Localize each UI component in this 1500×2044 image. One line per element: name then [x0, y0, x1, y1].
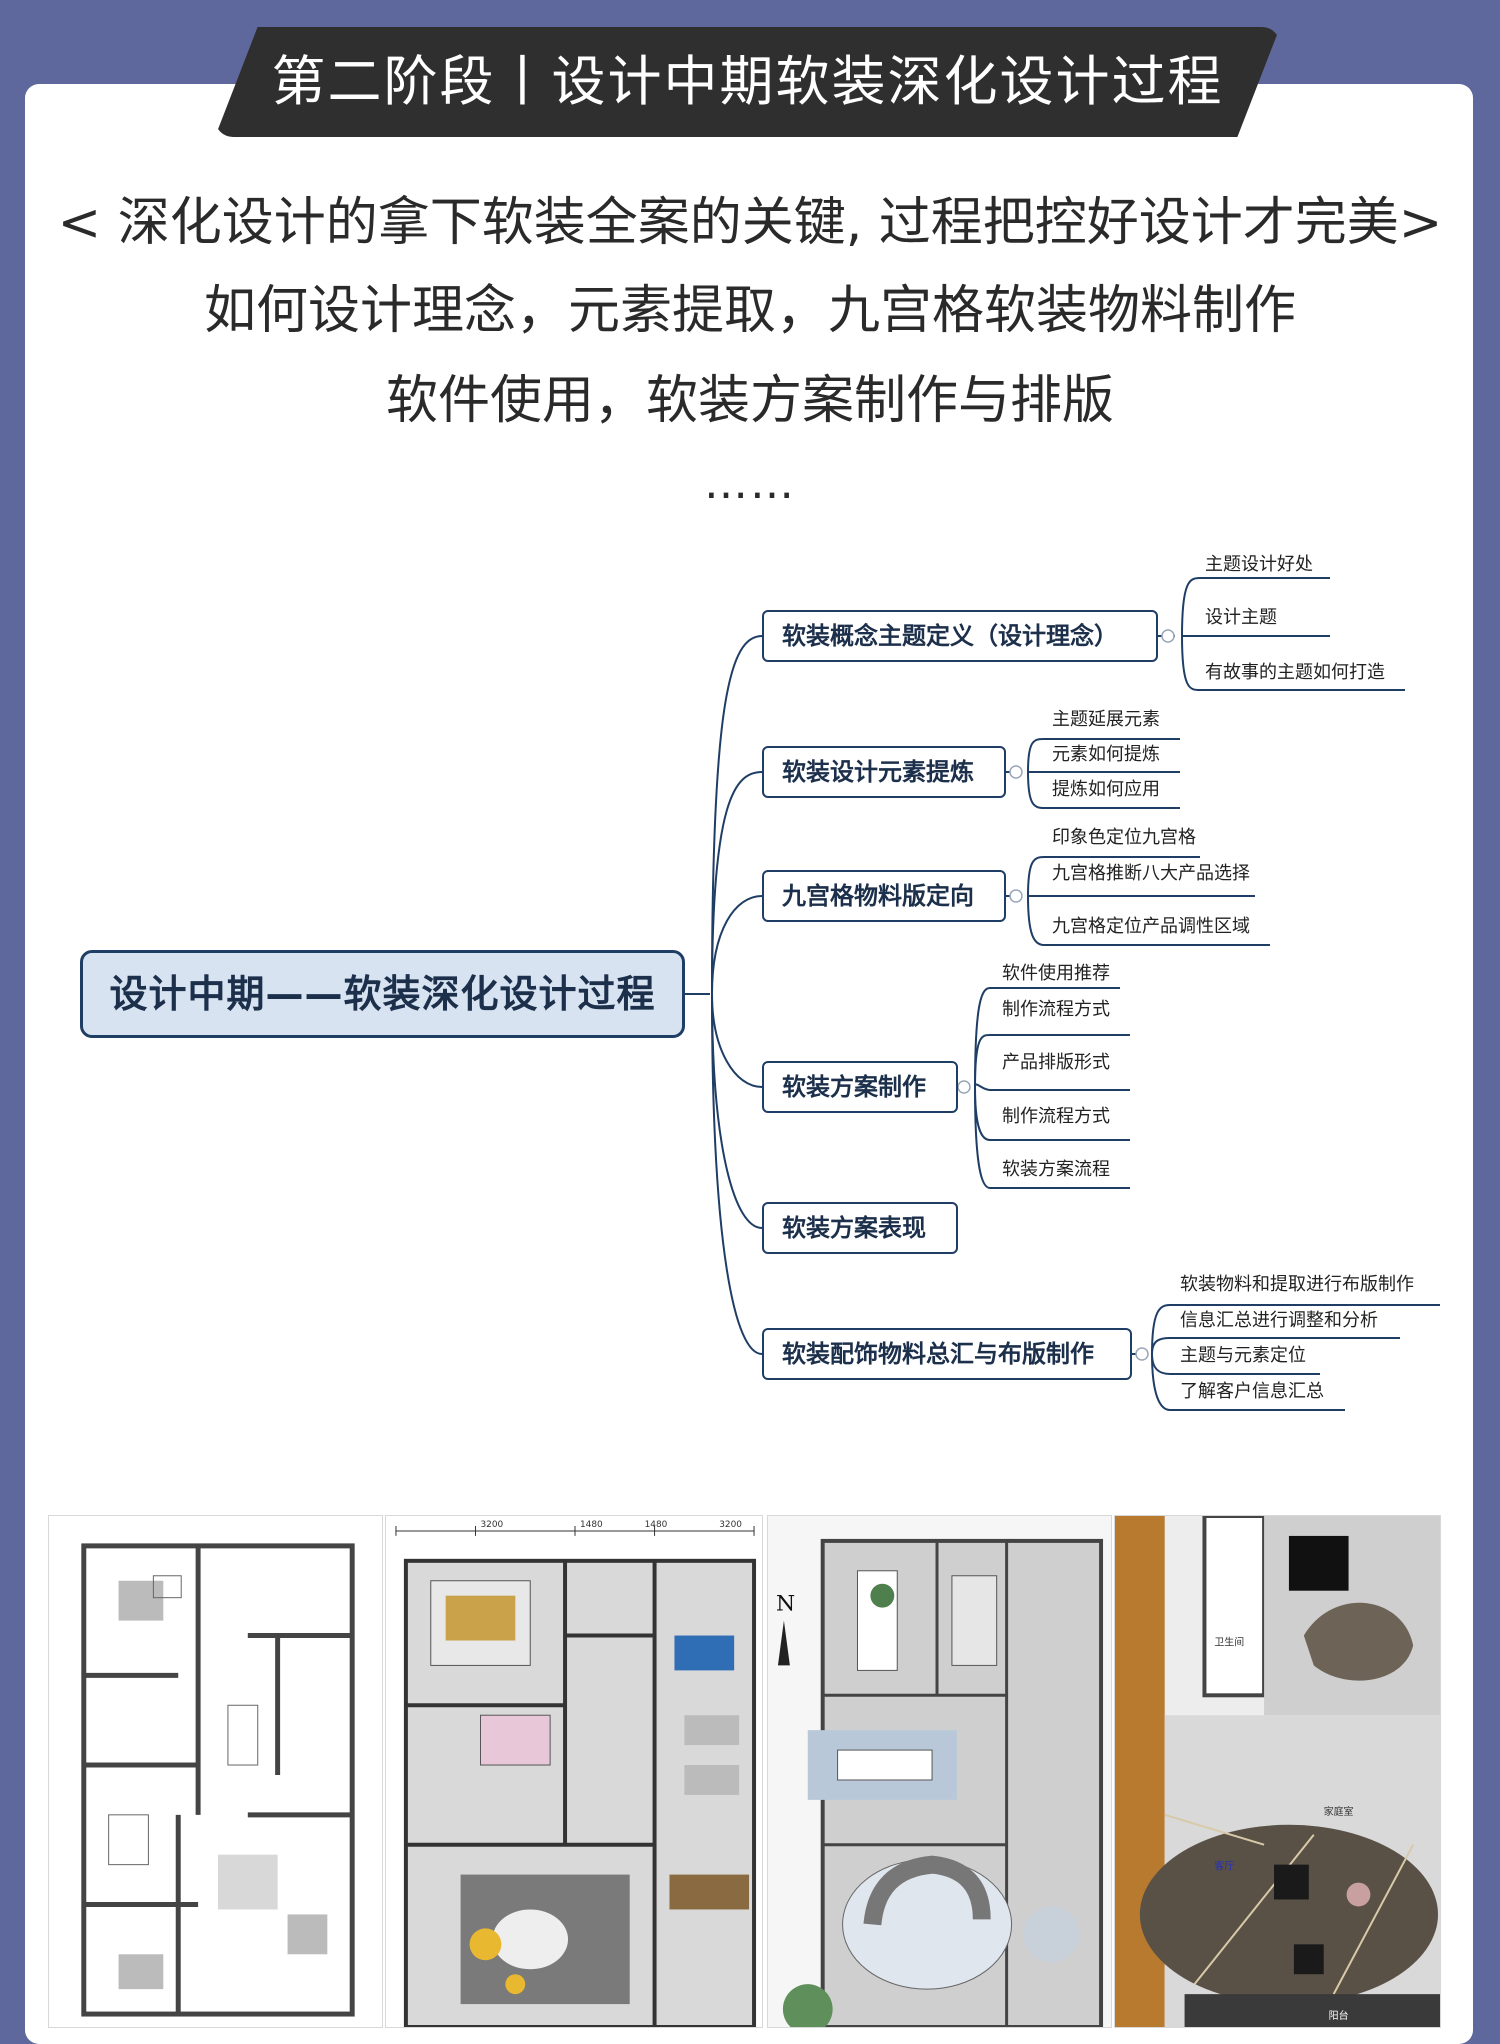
leaf-4-3: 产品排版形式 [1002, 1052, 1110, 1073]
leaf-line-3-3 [1027, 895, 1270, 946]
leaf-2-3: 提炼如何应用 [1052, 779, 1160, 800]
plan-2-dim-3: 1480 [645, 1520, 668, 1530]
floor-plan-image-2: 3200 1480 1480 3200 [385, 1515, 763, 2028]
branch-element-extraction: 软装设计元素提炼 [762, 746, 1006, 798]
leaf-2-2: 元素如何提炼 [1052, 744, 1160, 765]
intro-line-2: 如何设计理念，元素提取，九宫格软装物料制作 [203, 281, 1296, 341]
page-title: 第二阶段丨设计中期软装深化设计过程 [271, 50, 1224, 113]
compass-north-label: N [776, 1592, 795, 1617]
intro-line-1: < 深化设计的拿下软装全案的关键, 过程把控好设计才完美> [57, 193, 1443, 253]
leaf-1-2: 设计主题 [1205, 607, 1277, 628]
branch-material-summary: 软装配饰物料总汇与布版制作 [762, 1328, 1132, 1380]
title-banner [215, 27, 1280, 137]
leaf-line-6-4 [1151, 1353, 1345, 1411]
leaf-line-2-3 [1027, 771, 1180, 809]
plan-4-balcony-label: 阳台 [1329, 2009, 1349, 2022]
leaf-line-4-2 [974, 1034, 1130, 1088]
leaf-1-1: 主题设计好处 [1205, 554, 1313, 575]
floor-plan-image-4: 卫生间 客厅 家庭室 阳台 [1114, 1515, 1441, 2028]
branch-nine-grid: 九宫格物料版定向 [762, 870, 1006, 922]
plan-2-dim-4: 3200 [719, 1520, 742, 1530]
intro-ellipsis: …… [704, 458, 796, 509]
intro-line-3: 软件使用，软装方案制作与排版 [385, 371, 1114, 431]
branch-scheme-making: 软装方案制作 [762, 1061, 958, 1113]
leaf-3-2: 九宫格推断八大产品选择 [1052, 863, 1250, 884]
branch-concept-theme: 软装概念主题定义（设计理念） [762, 610, 1158, 662]
leaf-line-1-3 [1181, 635, 1405, 691]
leaf-6-3: 主题与元素定位 [1180, 1345, 1306, 1366]
leaf-line-6-2 [1151, 1337, 1400, 1355]
leaf-3-3: 九宫格定位产品调性区域 [1052, 916, 1250, 937]
leaf-4-4: 制作流程方式 [1002, 1106, 1110, 1127]
leaf-4-5: 软装方案流程 [1002, 1159, 1110, 1180]
leaf-line-4-5 [974, 1086, 1130, 1189]
leaf-2-1: 主题延展元素 [1052, 709, 1160, 730]
leaf-6-4: 了解客户信息汇总 [1180, 1381, 1324, 1402]
connector-branch-3 [711, 895, 763, 995]
plan-4-bathroom-label: 卫生间 [1214, 1635, 1244, 1648]
floor-plan-image-1 [48, 1515, 383, 2028]
mindmap-connectors [685, 577, 1440, 1411]
leaf-4-1: 软件使用推荐 [1002, 963, 1110, 984]
leaf-6-1: 软装物料和提取进行布版制作 [1180, 1274, 1414, 1295]
connector-branch-6 [711, 993, 763, 1355]
leaf-6-2: 信息汇总进行调整和分析 [1180, 1310, 1378, 1331]
branch-scheme-presentation: 软装方案表现 [762, 1202, 958, 1254]
connector-branch-4 [711, 993, 763, 1088]
plan-4-living-label: 客厅 [1214, 1860, 1234, 1873]
mindmap-root-node: 设计中期——软装深化设计过程 [80, 950, 685, 1038]
connector-branch-2 [711, 771, 763, 995]
plan-2-dim-2: 1480 [580, 1520, 603, 1530]
connector-branch-5 [711, 993, 763, 1229]
plan-4-family-label: 家庭室 [1324, 1805, 1354, 1818]
leaf-3-1: 印象色定位九宫格 [1052, 827, 1196, 848]
connector-branch-1 [711, 635, 763, 995]
leaf-4-2: 制作流程方式 [1002, 999, 1110, 1020]
floor-plan-image-3: N [767, 1515, 1112, 2028]
plan-2-dim-1: 3200 [480, 1520, 503, 1530]
leaf-line-4-3 [974, 1083, 1130, 1091]
leaf-1-3: 有故事的主题如何打造 [1205, 662, 1385, 683]
